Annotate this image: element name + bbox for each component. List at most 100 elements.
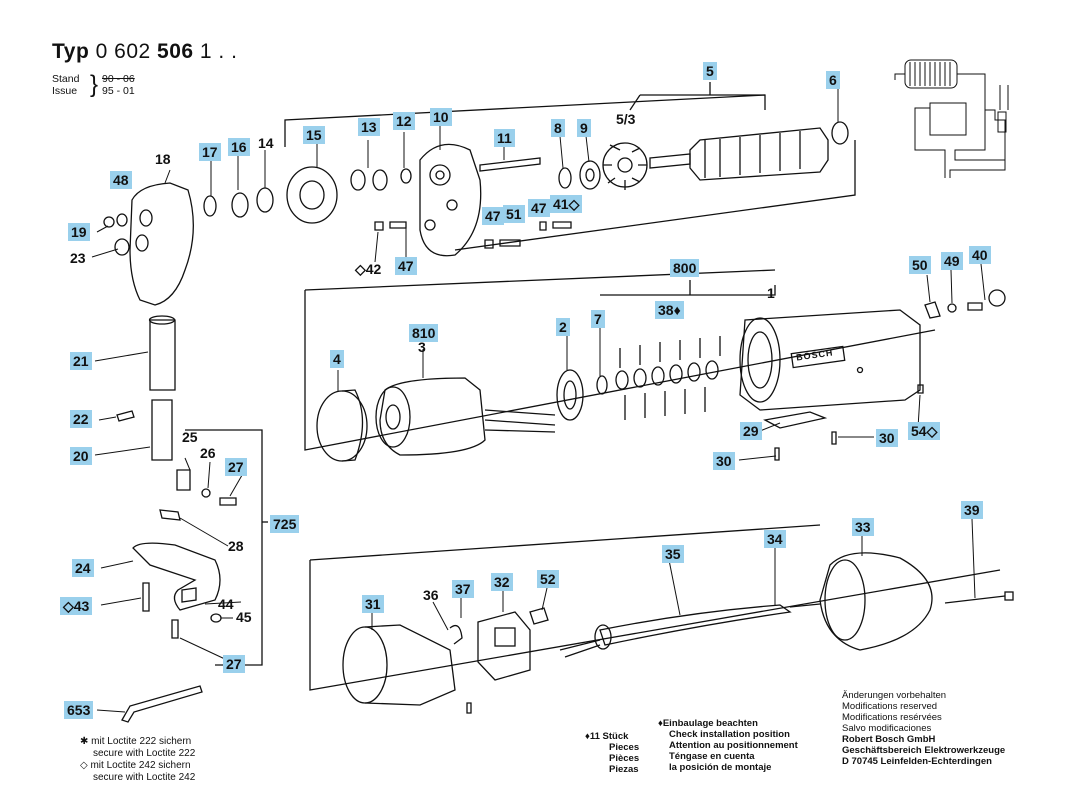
installation-line: Attention au positionnement [669, 740, 798, 751]
pieces-line: ♦11 Stück [585, 731, 629, 742]
part-label-p11: 11 [494, 129, 515, 147]
fan [602, 142, 648, 190]
loctite-line: secure with Loctite 242 [93, 772, 196, 783]
gears [203, 166, 412, 224]
part-label-p27a: 27 [225, 458, 247, 476]
part-label-p25: 25 [182, 429, 198, 445]
part-label-p3: 3 [418, 339, 426, 355]
part-label-p1: 1 [767, 285, 775, 301]
loctite-line: ◇ mit Loctite 242 sichern [80, 760, 191, 771]
pieces-line: Pièces [609, 753, 640, 764]
part-label-p29: 29 [740, 422, 762, 440]
gear-housing [129, 182, 194, 306]
part-label-p800: 800 [670, 259, 700, 277]
part-label-p19: 19 [68, 223, 90, 241]
switch-assembly [342, 607, 549, 714]
pieces-note: ♦11 Stück Pieces Pièces Piezas [585, 731, 639, 775]
motor-housing [739, 309, 921, 411]
part-label-p36: 36 [423, 587, 439, 603]
part-label-p45: 45 [236, 609, 252, 625]
part-label-p47a: 47 [482, 207, 504, 225]
part-label-p23: 23 [70, 250, 86, 266]
part-label-p14: 14 [258, 135, 274, 151]
type-number: Typ 0 602 506 1 . . [52, 40, 237, 64]
installation-line: la posición de montaje [669, 762, 772, 773]
brush-springs [596, 336, 721, 420]
part-label-p47c: 47 [395, 257, 417, 275]
part-label-p12: 12 [393, 112, 415, 130]
part-label-p44: 44 [218, 596, 234, 612]
installation-line: Check installation position [669, 729, 790, 740]
part-label-p20: 20 [70, 447, 92, 465]
type-number-plain: 0 602 [95, 40, 151, 63]
modifications-line: Robert Bosch GmbH [842, 734, 936, 745]
part-label-p2: 2 [556, 318, 570, 336]
loctite-line: secure with Loctite 222 [93, 748, 196, 759]
installation-note: ♦Einbaulage beachten Check installation … [658, 718, 798, 773]
stand-value: 90 - 06 [102, 73, 135, 85]
part-label-p10: 10 [430, 108, 452, 126]
installation-line: Téngase en cuenta [669, 751, 755, 762]
pieces-line: Pieces [609, 742, 640, 753]
part-label-p18: 18 [155, 151, 171, 167]
part-label-p41: 41◇ [550, 195, 583, 213]
modifications-line: Änderungen vorbehalten [842, 690, 947, 701]
part-label-p8: 8 [551, 119, 565, 137]
part-label-p6: 6 [826, 71, 840, 89]
part-label-p24: 24 [72, 559, 94, 577]
end-cap [819, 552, 933, 651]
part-label-p30b: 30 [713, 452, 735, 470]
part-label-p16: 16 [228, 138, 250, 156]
type-word: Typ [52, 40, 90, 63]
part-label-p17: 17 [199, 143, 221, 161]
loctite-note: ✱ mit Loctite 222 sichern secure with Lo… [80, 736, 195, 784]
part-label-p51: 51 [503, 205, 525, 223]
part-label-p32: 32 [491, 573, 513, 591]
stand-issue-block: Stand Issue } 90 - 06 95 - 01 [52, 73, 135, 98]
part-label-p53: 5/3 [616, 111, 636, 127]
brace-glyph: } [90, 71, 99, 98]
loctite-line: ✱ mit Loctite 222 sichern [80, 736, 192, 747]
cable [559, 603, 821, 658]
part-label-p13: 13 [358, 118, 380, 136]
part-label-p52: 52 [537, 570, 559, 588]
modifications-line: Salvo modificaciones [842, 723, 932, 734]
part-label-p54: 54◇ [908, 422, 941, 440]
part-label-p21: 21 [70, 352, 92, 370]
part-label-p31: 31 [362, 595, 384, 613]
issue-label: Issue [52, 85, 78, 97]
part-label-p35: 35 [662, 545, 684, 563]
part-label-p4: 4 [330, 350, 344, 368]
stand-label: Stand [52, 73, 80, 85]
modifications-line: Geschäftsbereich Elektrowerkzeuge [842, 745, 1006, 756]
part-label-p5: 5 [703, 62, 717, 80]
part-label-p653: 653 [64, 701, 94, 719]
modifications-line: Modifications reserved [842, 701, 938, 712]
modifications-line: Modifications resérvées [842, 712, 942, 723]
part-label-p22: 22 [70, 410, 92, 428]
part-label-p15: 15 [303, 126, 325, 144]
part-label-p28: 28 [228, 538, 244, 554]
issue-value: 95 - 01 [102, 85, 135, 97]
part-label-p34: 34 [764, 530, 786, 548]
type-number-bold: 506 [157, 40, 194, 63]
type-suffix: 1 . . [199, 40, 238, 63]
part-label-p33: 33 [852, 518, 874, 536]
part-label-p49: 49 [941, 252, 963, 270]
modifications-line: D 70745 Leinfelden-Echterdingen [842, 756, 992, 767]
part-label-p50: 50 [909, 256, 931, 274]
modifications-note: Änderungen vorbehalten Modifications res… [842, 690, 1005, 767]
part-label-p42: ◇42 [355, 261, 382, 277]
part-label-p38: 38♦ [655, 301, 684, 319]
part-label-p27b: 27 [223, 655, 245, 673]
part-label-p37: 37 [452, 580, 474, 598]
part-label-p7: 7 [591, 310, 605, 328]
part-label-p30a: 30 [876, 429, 898, 447]
installation-line: ♦Einbaulage beachten [658, 718, 758, 729]
part-label-p40: 40 [969, 246, 991, 264]
pieces-line: Piezas [609, 764, 639, 775]
part-label-p47b: 47 [528, 199, 550, 217]
part-label-p725: 725 [270, 515, 300, 533]
